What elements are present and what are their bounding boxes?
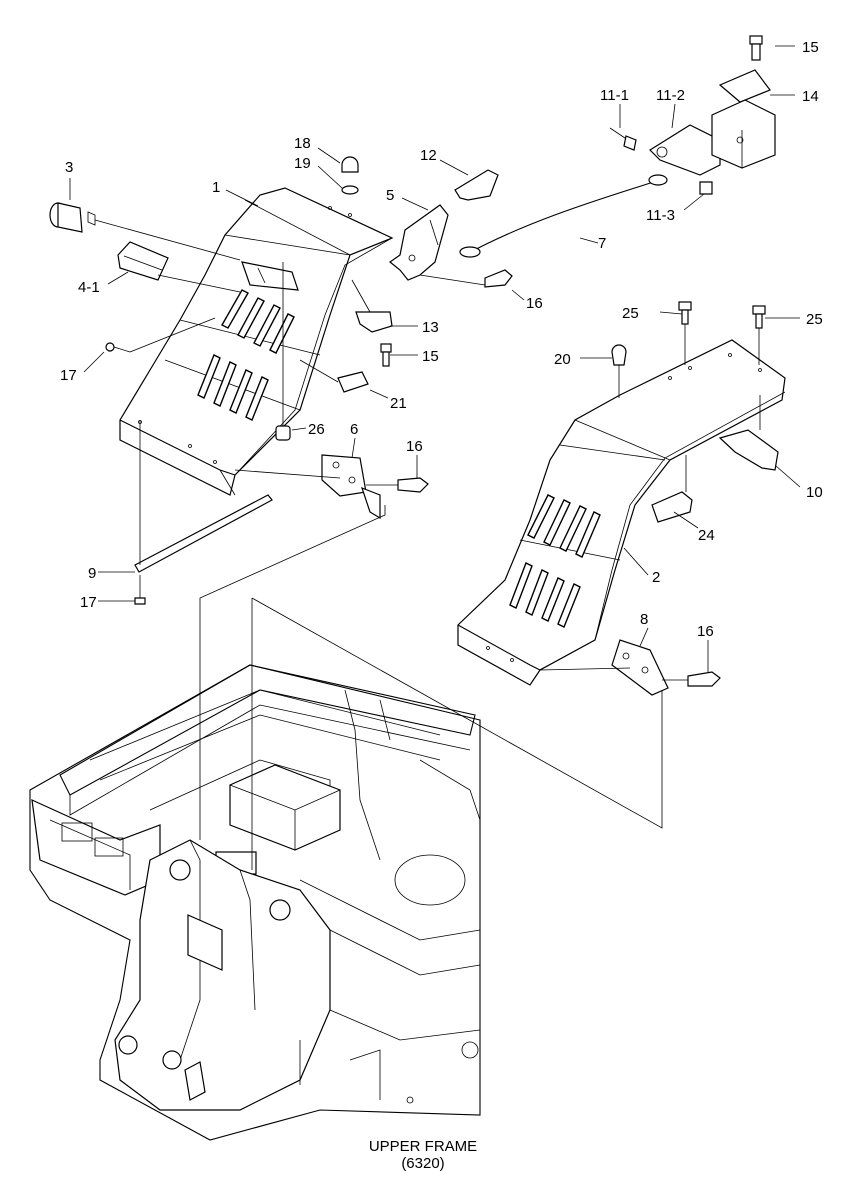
- part-16-bolt-c: [662, 671, 721, 687]
- callout-labels: 1 2 3 4-1 5 6 7 8 9 10 11-1 11-2 11-3 12…: [60, 39, 823, 640]
- callout-11-2: 11-2: [656, 87, 685, 104]
- callout-19: 19: [294, 155, 311, 172]
- part-20-stud: [611, 344, 627, 398]
- callout-21: 21: [390, 395, 407, 412]
- callout-7: 7: [598, 235, 606, 252]
- part-9-strip: [134, 420, 273, 598]
- caption-code: (6320): [401, 1155, 445, 1172]
- callout-20: 20: [554, 351, 571, 368]
- callout-15-top: 15: [802, 39, 819, 56]
- callout-17-upper: 17: [60, 367, 77, 384]
- caption-title: UPPER FRAME: [368, 1138, 478, 1155]
- callout-16-b: 16: [526, 295, 543, 312]
- callout-11-1: 11-1: [600, 87, 629, 104]
- callout-9: 9: [88, 565, 96, 582]
- callout-13: 13: [422, 319, 439, 336]
- callout-8: 8: [640, 611, 648, 628]
- callout-4-1: 4-1: [78, 279, 100, 296]
- part-15-bolt-upper: [749, 35, 763, 61]
- callout-26: 26: [308, 421, 325, 438]
- part-5-latch: [388, 204, 449, 281]
- callout-10: 10: [806, 484, 823, 501]
- part-8-hinge: [539, 639, 669, 696]
- callout-1: 1: [212, 179, 220, 196]
- part-16-bolt-a: [366, 477, 429, 493]
- part-11-cable-bracket: [609, 124, 721, 195]
- part-13-bracket: [351, 279, 393, 333]
- callout-12: 12: [420, 147, 437, 164]
- part-14-bracket: [711, 69, 776, 169]
- part-26-spacer: [275, 425, 291, 441]
- callout-24: 24: [698, 527, 715, 544]
- callout-25-left: 25: [622, 305, 639, 322]
- part-4-1-light: [117, 241, 299, 293]
- part-7-cable: [459, 174, 668, 258]
- callout-15-mid: 15: [422, 348, 439, 365]
- callout-16-a: 16: [406, 438, 423, 455]
- callout-18: 18: [294, 135, 311, 152]
- part-12-bracket: [454, 169, 499, 201]
- part-25-bolts: [678, 301, 766, 365]
- part-10-bracket: [718, 395, 779, 471]
- callout-25-right: 25: [806, 311, 823, 328]
- part-17-bolt-lower: [134, 597, 146, 605]
- part-24-bracket: [651, 455, 693, 523]
- part-15-bolt-lower: [380, 343, 392, 367]
- part-21-bracket: [299, 359, 369, 393]
- callout-3: 3: [65, 159, 73, 176]
- callout-16-c: 16: [697, 623, 714, 640]
- callout-2: 2: [652, 569, 660, 586]
- part-3-cap: [49, 202, 241, 261]
- part-16-bolt-b: [419, 269, 513, 288]
- part-18-19-cap-washer: [341, 156, 359, 195]
- callout-11-3: 11-3: [646, 207, 675, 224]
- part-6-hinge: [234, 454, 381, 520]
- upper-frame: [29, 664, 481, 1141]
- fender-left: [119, 187, 394, 496]
- part-17-bolt-upper: [105, 317, 216, 353]
- callout-14: 14: [802, 88, 819, 105]
- callout-17-lower: 17: [80, 594, 97, 611]
- assembly-leaders: [199, 505, 663, 870]
- callout-5: 5: [386, 187, 394, 204]
- callout-leaders: [69, 45, 801, 672]
- fender-right: [457, 339, 786, 686]
- callout-6: 6: [350, 421, 358, 438]
